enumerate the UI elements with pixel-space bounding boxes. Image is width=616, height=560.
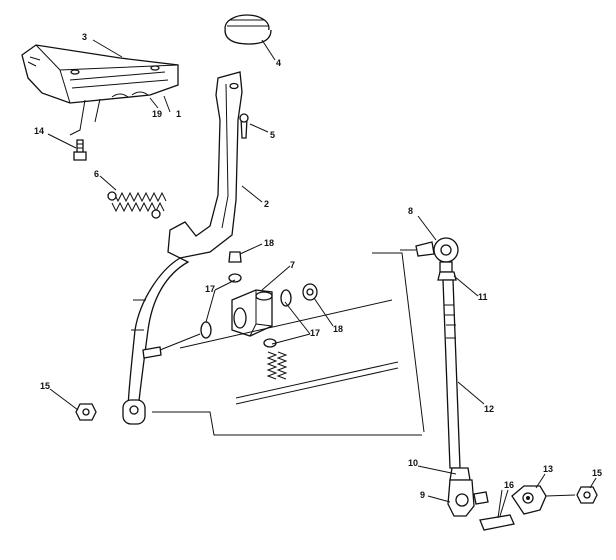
pedal-pad — [224, 14, 272, 45]
callout-18b: 18 — [333, 324, 343, 334]
callout-17a: 17 — [205, 284, 215, 294]
pivot-pin — [239, 113, 249, 139]
return-spring — [107, 191, 167, 219]
mounting-bracket — [21, 44, 179, 136]
callout-4: 4 — [276, 58, 281, 68]
callout-6: 6 — [94, 169, 99, 179]
callout-16: 16 — [504, 480, 514, 490]
bolt — [73, 139, 87, 161]
callout-14: 14 — [34, 126, 44, 136]
callout-5: 5 — [270, 130, 275, 140]
callout-labels: 3 19 1 4 5 6 14 2 18 7 17 17 18 15 8 11 … — [34, 32, 602, 500]
callout-3: 3 — [82, 32, 87, 42]
shift-rod — [442, 279, 461, 469]
pedal-lever — [122, 71, 243, 425]
callout-7: 7 — [290, 260, 295, 270]
rod-end-upper — [400, 237, 459, 273]
lock-nut — [576, 486, 598, 504]
callout-9: 9 — [420, 490, 425, 500]
bushing — [200, 273, 292, 348]
lock-nut — [75, 403, 97, 421]
callout-17b: 17 — [310, 328, 320, 338]
jam-nut — [437, 271, 457, 281]
callout-1: 1 — [176, 109, 181, 119]
callout-10: 10 — [408, 458, 418, 468]
rod-end-lower — [447, 467, 489, 517]
callout-15b: 15 — [592, 468, 602, 478]
callout-18a: 18 — [264, 238, 274, 248]
callout-13: 13 — [543, 464, 553, 474]
callout-2: 2 — [264, 199, 269, 209]
callout-19: 19 — [152, 109, 162, 119]
return-spring — [266, 351, 288, 380]
washer — [228, 251, 318, 301]
callout-8: 8 — [408, 206, 413, 216]
pivot-block — [231, 289, 273, 337]
cotter-pin — [479, 489, 515, 531]
bolt — [142, 333, 201, 359]
leader-lines — [47, 39, 597, 517]
shift-arm — [511, 485, 576, 515]
callout-12: 12 — [484, 404, 494, 414]
callout-15a: 15 — [40, 381, 50, 391]
callout-11: 11 — [478, 292, 488, 302]
frame-reference-lines — [152, 252, 425, 436]
